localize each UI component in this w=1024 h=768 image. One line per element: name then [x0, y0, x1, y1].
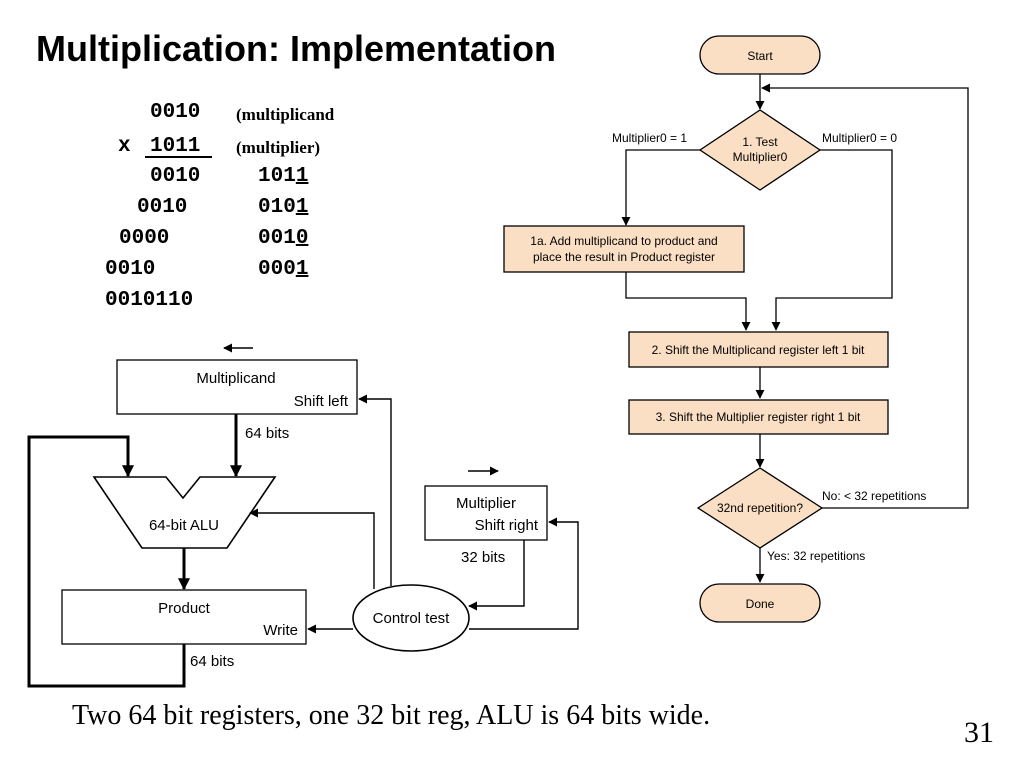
multiplier-state: 0101	[258, 197, 308, 218]
flow-repetition-label: 32nd repetition?	[717, 501, 803, 515]
product-register-name: Product	[158, 600, 211, 617]
flow-step-2-label: 2. Shift the Multiplicand register left …	[652, 343, 865, 357]
multiplier-label: (multiplier)	[236, 138, 321, 157]
flow-test-decision	[698, 109, 822, 191]
flow-arrow-no-branch	[761, 83, 969, 509]
flow-test-line1: 1. Test	[742, 135, 778, 149]
control-shift-left-line	[358, 394, 392, 586]
multiplier-state: 0010	[258, 228, 308, 249]
flow-arrow-branch-one	[621, 149, 700, 226]
partial-product-row: 0000	[119, 227, 170, 250]
product-register-action: Write	[263, 622, 298, 639]
multiplier-state-head: 001	[258, 227, 296, 250]
multiplier-state-head: 010	[258, 196, 296, 219]
multiplicand-register-action: Shift left	[294, 393, 349, 410]
multiplier-state-lsb: 1	[295, 165, 309, 188]
product-register	[61, 589, 307, 645]
flow-step-1a-line1: 1a. Add multiplicand to product and	[530, 234, 717, 248]
multiplier-state: 0001	[258, 259, 308, 280]
multiplicand-register	[116, 359, 358, 415]
control-shift-right-line	[469, 517, 579, 630]
flow-done-label: Done	[746, 597, 775, 611]
flow-no-branch-label: No: < 32 repetitions	[822, 489, 926, 503]
slide-title: Multiplication: Implementation	[36, 28, 556, 69]
multiplier-register	[424, 485, 548, 541]
multiplier-register-action: Shift right	[475, 517, 539, 534]
flow-branch-one-label: Multiplier0 = 1	[612, 131, 687, 145]
multiplier-width-label: 32 bits	[461, 549, 505, 566]
flow-step-3-label: 3. Shift the Multiplier register right 1…	[656, 410, 861, 424]
flow-start-label: Start	[747, 49, 773, 63]
alu-label: 64-bit ALU	[149, 517, 219, 534]
control-test-label: Control test	[373, 610, 451, 627]
multiplicand-register-name: Multiplicand	[196, 370, 275, 387]
algorithm-flowchart: Start 1. Test Multiplier0 Multiplier0 = …	[503, 35, 969, 623]
multiplier-register-name: Multiplier	[456, 495, 516, 512]
multiplier-state-lsb: 1	[295, 258, 309, 281]
flow-yes-branch-label: Yes: 32 repetitions	[767, 549, 865, 563]
flow-arrow	[625, 272, 751, 331]
flow-step-1a	[503, 225, 745, 273]
multiplier-state-head: 101	[258, 165, 296, 188]
product-width-label: 64 bits	[190, 653, 234, 670]
multiplier-sign: x	[118, 135, 131, 158]
control-test-unit	[352, 584, 470, 652]
partial-product-row: 0010	[105, 258, 156, 281]
multiplicand-value: 0010	[150, 101, 201, 124]
page-number: 31	[964, 716, 994, 749]
multiplicand-width-label: 64 bits	[245, 425, 289, 442]
product-feedback-bus	[27, 435, 186, 688]
product-result: 0010110	[105, 289, 194, 312]
flow-step-2	[628, 331, 889, 368]
multiplier-state: 1011	[258, 166, 308, 187]
multiplicand-label: (multiplicand	[236, 105, 335, 124]
flow-step-3	[628, 399, 889, 435]
alu-shape	[92, 476, 277, 549]
flow-test-line2: Multiplier0	[733, 150, 788, 164]
flow-done	[699, 583, 821, 623]
slide-caption: Two 64 bit registers, one 32 bit reg, AL…	[72, 700, 711, 731]
multiplier-value: 1011	[150, 135, 201, 158]
control-alu-line	[249, 508, 375, 589]
partial-product-row: 0010	[150, 165, 201, 188]
multiplier-state-lsb: 1	[295, 196, 309, 219]
multiplier-state-lsb: 0	[295, 227, 309, 250]
hardware-datapath: Multiplicand Shift left 64 bits 64-bit A…	[27, 343, 579, 688]
multiplier-state-head: 000	[258, 258, 296, 281]
partial-product-row: 0010	[137, 196, 188, 219]
flow-step-1a-line2: place the result in Product register	[533, 250, 715, 264]
flow-arrow-branch-zero	[771, 149, 893, 331]
multiplier-bit-line	[468, 540, 525, 611]
flow-branch-zero-label: Multiplier0 = 0	[822, 131, 897, 145]
